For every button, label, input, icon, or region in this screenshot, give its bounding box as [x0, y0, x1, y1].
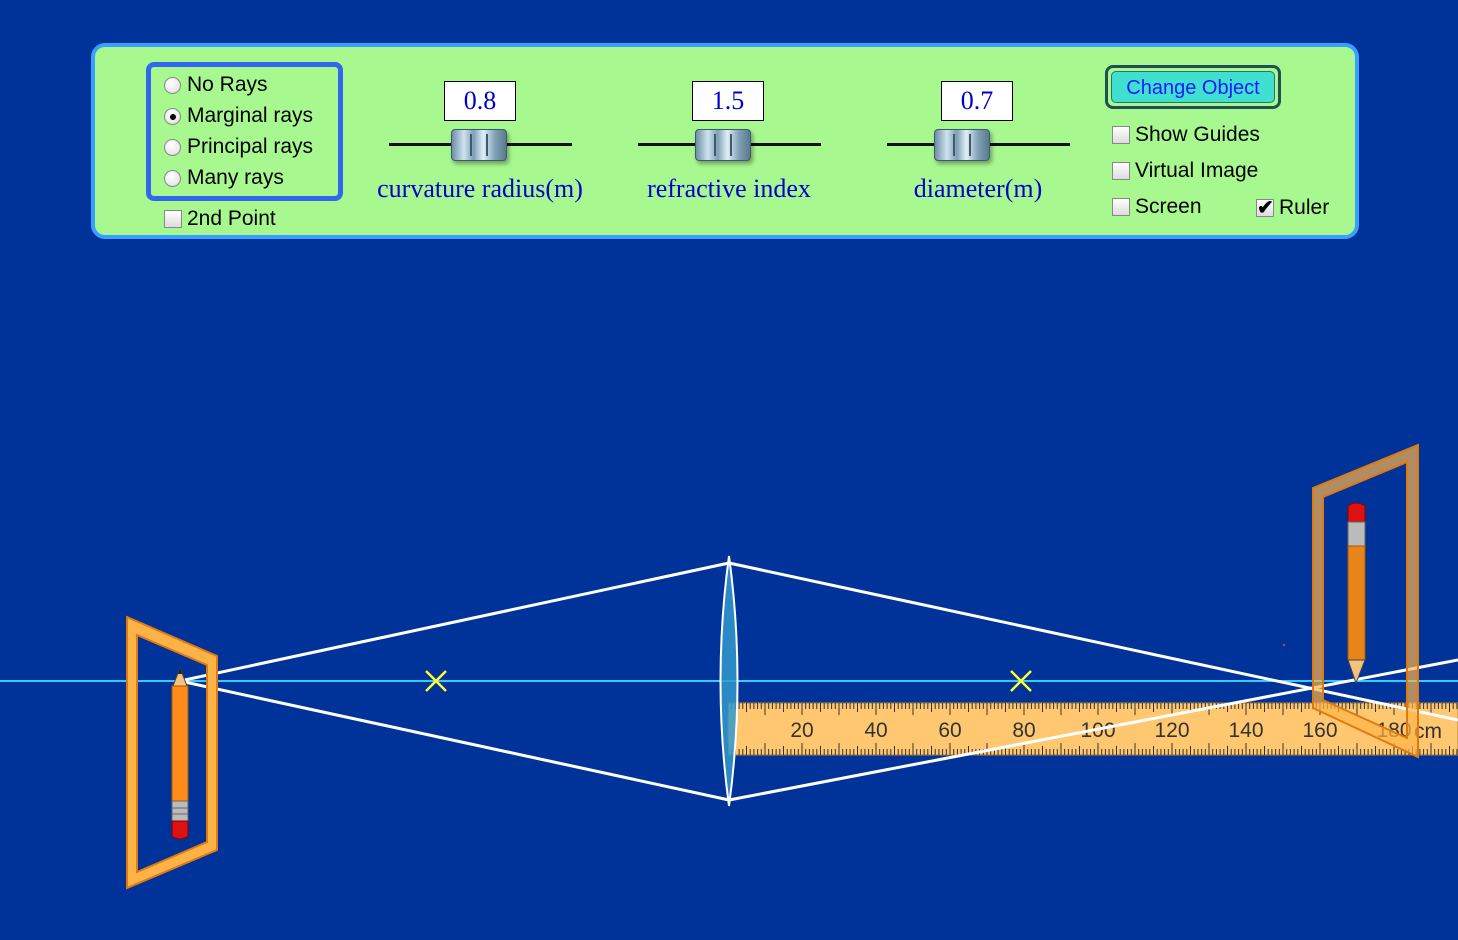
radio-button[interactable] [164, 107, 181, 125]
checkbox-box[interactable] [1112, 162, 1130, 180]
ruler-label: 80 [1012, 719, 1035, 742]
control-panel: No Rays Marginal rays Principal rays Man… [91, 43, 1359, 239]
checkbox-label: Virtual Image [1135, 159, 1259, 182]
radio-label: Marginal rays [187, 104, 314, 127]
checkbox-label: Show Guides [1135, 123, 1260, 146]
ruler-label: 20 [790, 719, 813, 742]
curvature-radius-label: curvature radius(m) [377, 174, 583, 203]
change-object-label: Change Object [1111, 71, 1275, 103]
checkbox-label: Screen [1135, 195, 1202, 218]
focal-point-icon [425, 670, 447, 692]
refractive-index-slider[interactable] [695, 129, 751, 161]
radio-button[interactable] [164, 76, 181, 94]
pencil-image-icon [1347, 502, 1366, 685]
radio-button[interactable] [164, 169, 181, 187]
show-guides-checkbox[interactable]: Show Guides [1112, 121, 1260, 149]
marginal-rays [179, 561, 1458, 802]
checkbox-box[interactable] [164, 210, 182, 228]
checkbox-box[interactable]: ✔ [1256, 197, 1274, 219]
marker-dot [1282, 643, 1286, 647]
second-point-checkbox[interactable]: 2nd Point [164, 205, 276, 233]
refractive-index-label: refractive index [647, 174, 811, 203]
ruler-label: 40 [864, 719, 887, 742]
curvature-radius-value[interactable]: 0.8 [444, 81, 516, 121]
radio-no-rays[interactable]: No Rays [164, 71, 268, 99]
diameter-label: diameter(m) [913, 174, 1043, 203]
diameter-value[interactable]: 0.7 [941, 81, 1013, 121]
radio-marginal-rays[interactable]: Marginal rays [164, 102, 313, 130]
focal-point-icon [1010, 670, 1032, 692]
virtual-image-checkbox[interactable]: Virtual Image [1112, 157, 1258, 185]
radio-label: Principal rays [187, 135, 314, 158]
radio-button[interactable] [164, 138, 181, 156]
radio-many-rays[interactable]: Many rays [164, 164, 284, 192]
radio-label: Many rays [187, 166, 284, 189]
refractive-index-value[interactable]: 1.5 [692, 81, 764, 121]
ruler-label: 160 [1302, 719, 1337, 742]
ruler-minor-ticks [727, 703, 1458, 755]
curvature-radius-slider[interactable] [451, 129, 507, 161]
checkbox-label: Ruler [1279, 196, 1330, 219]
diameter-slider[interactable] [934, 129, 990, 161]
ruler-label: 120 [1154, 719, 1189, 742]
ruler-unit: cm [1414, 720, 1442, 743]
screen-checkbox[interactable]: Screen [1112, 193, 1202, 221]
radio-principal-rays[interactable]: Principal rays [164, 133, 313, 161]
checkbox-label: 2nd Point [187, 207, 276, 230]
object-frame[interactable] [126, 615, 218, 890]
checkbox-box[interactable] [1112, 126, 1130, 144]
change-object-button[interactable]: Change Object [1105, 65, 1281, 109]
ruler-checkbox[interactable]: ✔ Ruler [1256, 194, 1329, 222]
lens-icon[interactable] [719, 555, 739, 807]
ruler-label: 140 [1228, 719, 1263, 742]
ray-mode-group: No Rays Marginal rays Principal rays Man… [146, 62, 343, 201]
radio-label: No Rays [187, 73, 268, 96]
checkbox-box[interactable] [1112, 198, 1130, 216]
pencil-object-icon[interactable] [171, 666, 189, 840]
image-frame[interactable] [1312, 443, 1419, 759]
ruler-label: 60 [938, 719, 961, 742]
